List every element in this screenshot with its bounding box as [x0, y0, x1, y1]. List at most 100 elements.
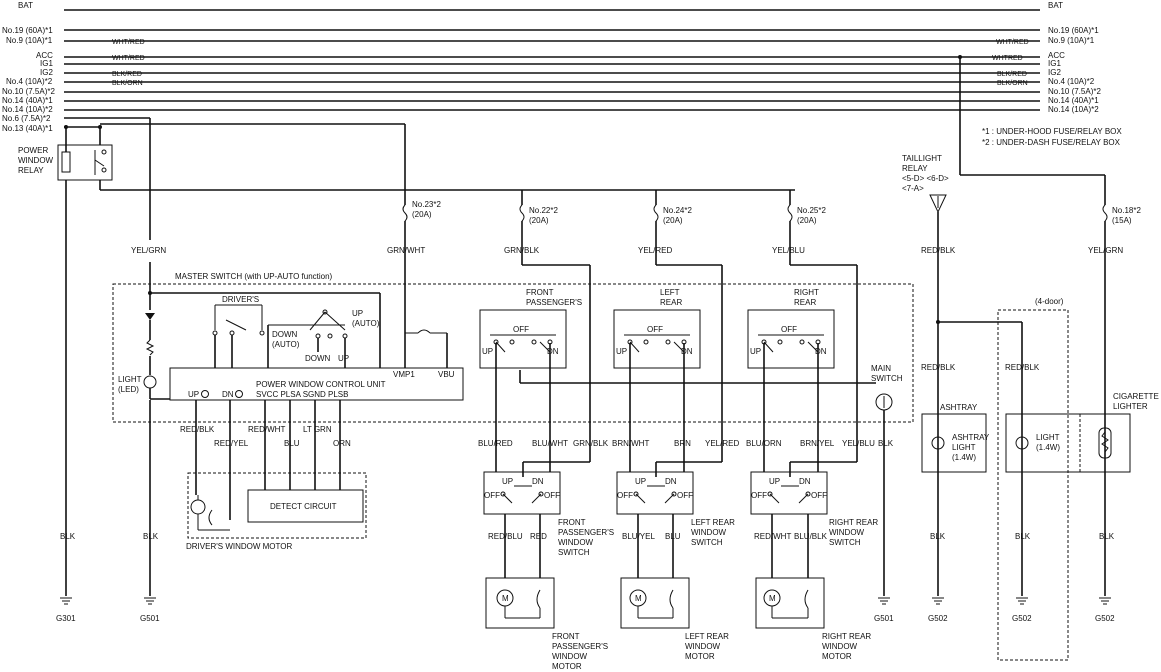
fuse-no24-rating: (20A): [663, 216, 683, 225]
fuse-box-notes: *1 : UNDER-HOOD FUSE/RELAY BOX *2 : UNDE…: [982, 127, 1122, 147]
lr-off-label: OFF: [647, 325, 663, 334]
fp-motor-m: M: [502, 594, 509, 603]
lr-motor-m: M: [635, 594, 642, 603]
drivers-motor-label: DRIVER'S WINDOW MOTOR: [186, 542, 292, 551]
bus-label-no14b-right: No.14 (10A)*2: [1048, 105, 1099, 114]
wire-bluwht-label: BLU/WHT: [532, 439, 568, 448]
bus-wire-color-labels: WHT/RED WHT/RED BLK/RED BLK/ORN WHT/RED …: [112, 39, 1029, 87]
bus-labels-right: BAT No.19 (60A)*1 No.9 (10A)*1 ACC IG1 I…: [1048, 1, 1101, 114]
grounds: G301 G501 G501 G502 G502 G502: [56, 597, 1115, 623]
bus-label-no14a-right: No.14 (40A)*1: [1048, 96, 1099, 105]
bus-label-no9-right: No.9 (10A)*1: [1048, 36, 1095, 45]
wire-grnblk-label: GRN/BLK: [504, 246, 540, 255]
wire-blk-5: BLK: [1099, 532, 1115, 541]
wire-yelblu-label: YEL/BLU: [772, 246, 805, 255]
bus-label-bat-right: BAT: [1048, 1, 1063, 10]
ground-g501b-label: G501: [874, 614, 894, 623]
bus-label-ig2-left: IG2: [40, 68, 53, 77]
fp-dn-label: DN: [547, 347, 559, 356]
bus-label-acc-right: ACC: [1048, 51, 1065, 60]
taillight-label-4: <7-A>: [902, 184, 924, 193]
rr-off-label: OFF: [781, 325, 797, 334]
down-auto-label-1: DOWN: [272, 330, 298, 339]
rr-sw-off-r: OFF: [811, 491, 827, 500]
four-door-label: (4-door): [1035, 297, 1064, 306]
ground-g502a-label: G502: [928, 614, 948, 623]
bus-label-no19-left: No.19 (60A)*1: [2, 26, 53, 35]
fuse-no18: No.18*2 (15A): [958, 55, 1141, 596]
bus-label-no6-left: No.6 (7.5A)*2: [2, 114, 51, 123]
fuse-no23-rating: (20A): [412, 210, 432, 219]
lr-sw-label-1: LEFT REAR: [691, 518, 735, 527]
main-switch-label-1: MAIN: [871, 364, 891, 373]
rr-sw-dn: DN: [799, 477, 811, 486]
fuse-no25-label: No.25*2: [797, 206, 826, 215]
rr-motor-label-3: MOTOR: [822, 652, 852, 661]
fuse-no22-rating: (20A): [529, 216, 549, 225]
up-pin-label: UP: [188, 390, 199, 399]
wire-yelgrn-label: YEL/GRN: [131, 246, 166, 255]
ashtray-title: ASHTRAY: [940, 403, 978, 412]
wire-blk-4: BLK: [1015, 532, 1031, 541]
vbu-label: VBU: [438, 370, 455, 379]
taillight-label-2: RELAY: [902, 164, 928, 173]
wire-redwht-m-label: RED/WHT: [248, 425, 285, 434]
wire-blu-lr-label: BLU: [665, 532, 681, 541]
wire-brnwht-label: BRN/WHT: [612, 439, 649, 448]
fp-off-label: OFF: [513, 325, 529, 334]
lr-dn-label: DN: [681, 347, 693, 356]
rr-master-label-1: RIGHT: [794, 288, 819, 297]
bus-label-ig1-left: IG1: [40, 59, 53, 68]
wire-blk-main-label: BLK: [878, 439, 894, 448]
ground-g301: G301: [56, 597, 76, 623]
pwcu-label: POWER WINDOW CONTROL UNIT: [256, 380, 386, 389]
rr-sw-label-3: SWITCH: [829, 538, 861, 547]
lr-window-motor: M LEFT REAR WINDOW MOTOR: [620, 577, 729, 661]
wire-label-blkred-left: BLK/RED: [112, 71, 142, 78]
lr-sw-label-3: SWITCH: [691, 538, 723, 547]
wire-blured-label: BLU/RED: [478, 439, 513, 448]
rr-motor-label-2: WINDOW: [822, 642, 858, 651]
fp-window-motor: M FRONT PASSENGER'S WINDOW MOTOR: [485, 577, 608, 671]
wire-redyel-label: RED/YEL: [214, 439, 249, 448]
up-auto-label-1: UP: [352, 309, 363, 318]
wire-redwht-rr-label: RED/WHT: [754, 532, 791, 541]
bus-label-bat-left: BAT: [18, 1, 33, 10]
ground-wires: BLK BLK BLK BLK BLK: [60, 532, 1115, 541]
bus-label-ig2-right: IG2: [1048, 68, 1061, 77]
wire-blk-1: BLK: [60, 532, 76, 541]
fp-up-label: UP: [482, 347, 493, 356]
lr-motor-label-1: LEFT REAR: [685, 632, 729, 641]
ashtray-light-label-1: ASHTRAY: [952, 433, 990, 442]
fp-motor-label-3: WINDOW: [552, 652, 588, 661]
drivers-switch-label: DRIVER'S: [222, 295, 259, 304]
feed-wire-labels: YEL/GRN GRN/WHT GRN/BLK YEL/RED YEL/BLU …: [131, 246, 1123, 372]
light-14w-label-1: LIGHT: [1036, 433, 1060, 442]
wire-orn-label: ORN: [333, 439, 351, 448]
wire-blk-2: BLK: [143, 532, 159, 541]
lr-master-label-1: LEFT: [660, 288, 680, 297]
light-led-label-1: LIGHT: [118, 375, 142, 384]
lr-sw-up: UP: [635, 477, 646, 486]
main-switch-label-2: SWITCH: [871, 374, 903, 383]
dn-pin-label: DN: [222, 390, 234, 399]
bus-labels-left: BAT No.19 (60A)*1 No.9 (10A)*1 ACC IG1 I…: [2, 1, 55, 133]
lr-master-label-2: REAR: [660, 298, 682, 307]
fp-sw-label-2: PASSENGER'S: [558, 528, 614, 537]
wire-brn-label: BRN: [674, 439, 691, 448]
wire-label-blkorn-right: BLK/ORN: [997, 80, 1028, 87]
ashtray-light: ASHTRAY ASHTRAY LIGHT (1.4W): [921, 320, 1023, 596]
wire-yelred-label: YEL/RED: [638, 246, 672, 255]
taillight-label-1: TAILLIGHT: [902, 154, 942, 163]
down-label: DOWN: [305, 354, 331, 363]
four-door-lighter-group: (4-door) LIGHT (1.4W) CIGARETTE LIGHTER: [997, 297, 1159, 661]
wire-label-whtred2-left: WHT/RED: [112, 55, 145, 62]
lr-up-label: UP: [616, 347, 627, 356]
wire-brnyel-label: BRN/YEL: [800, 439, 835, 448]
up-label: UP: [338, 354, 349, 363]
rr-sw-label-1: RIGHT REAR: [829, 518, 878, 527]
ashtray-light-label-3: (1.4W): [952, 453, 976, 462]
bus-label-no4-right: No.4 (10A)*2: [1048, 77, 1095, 86]
rr-window-motor: M RIGHT REAR WINDOW MOTOR: [755, 577, 871, 661]
